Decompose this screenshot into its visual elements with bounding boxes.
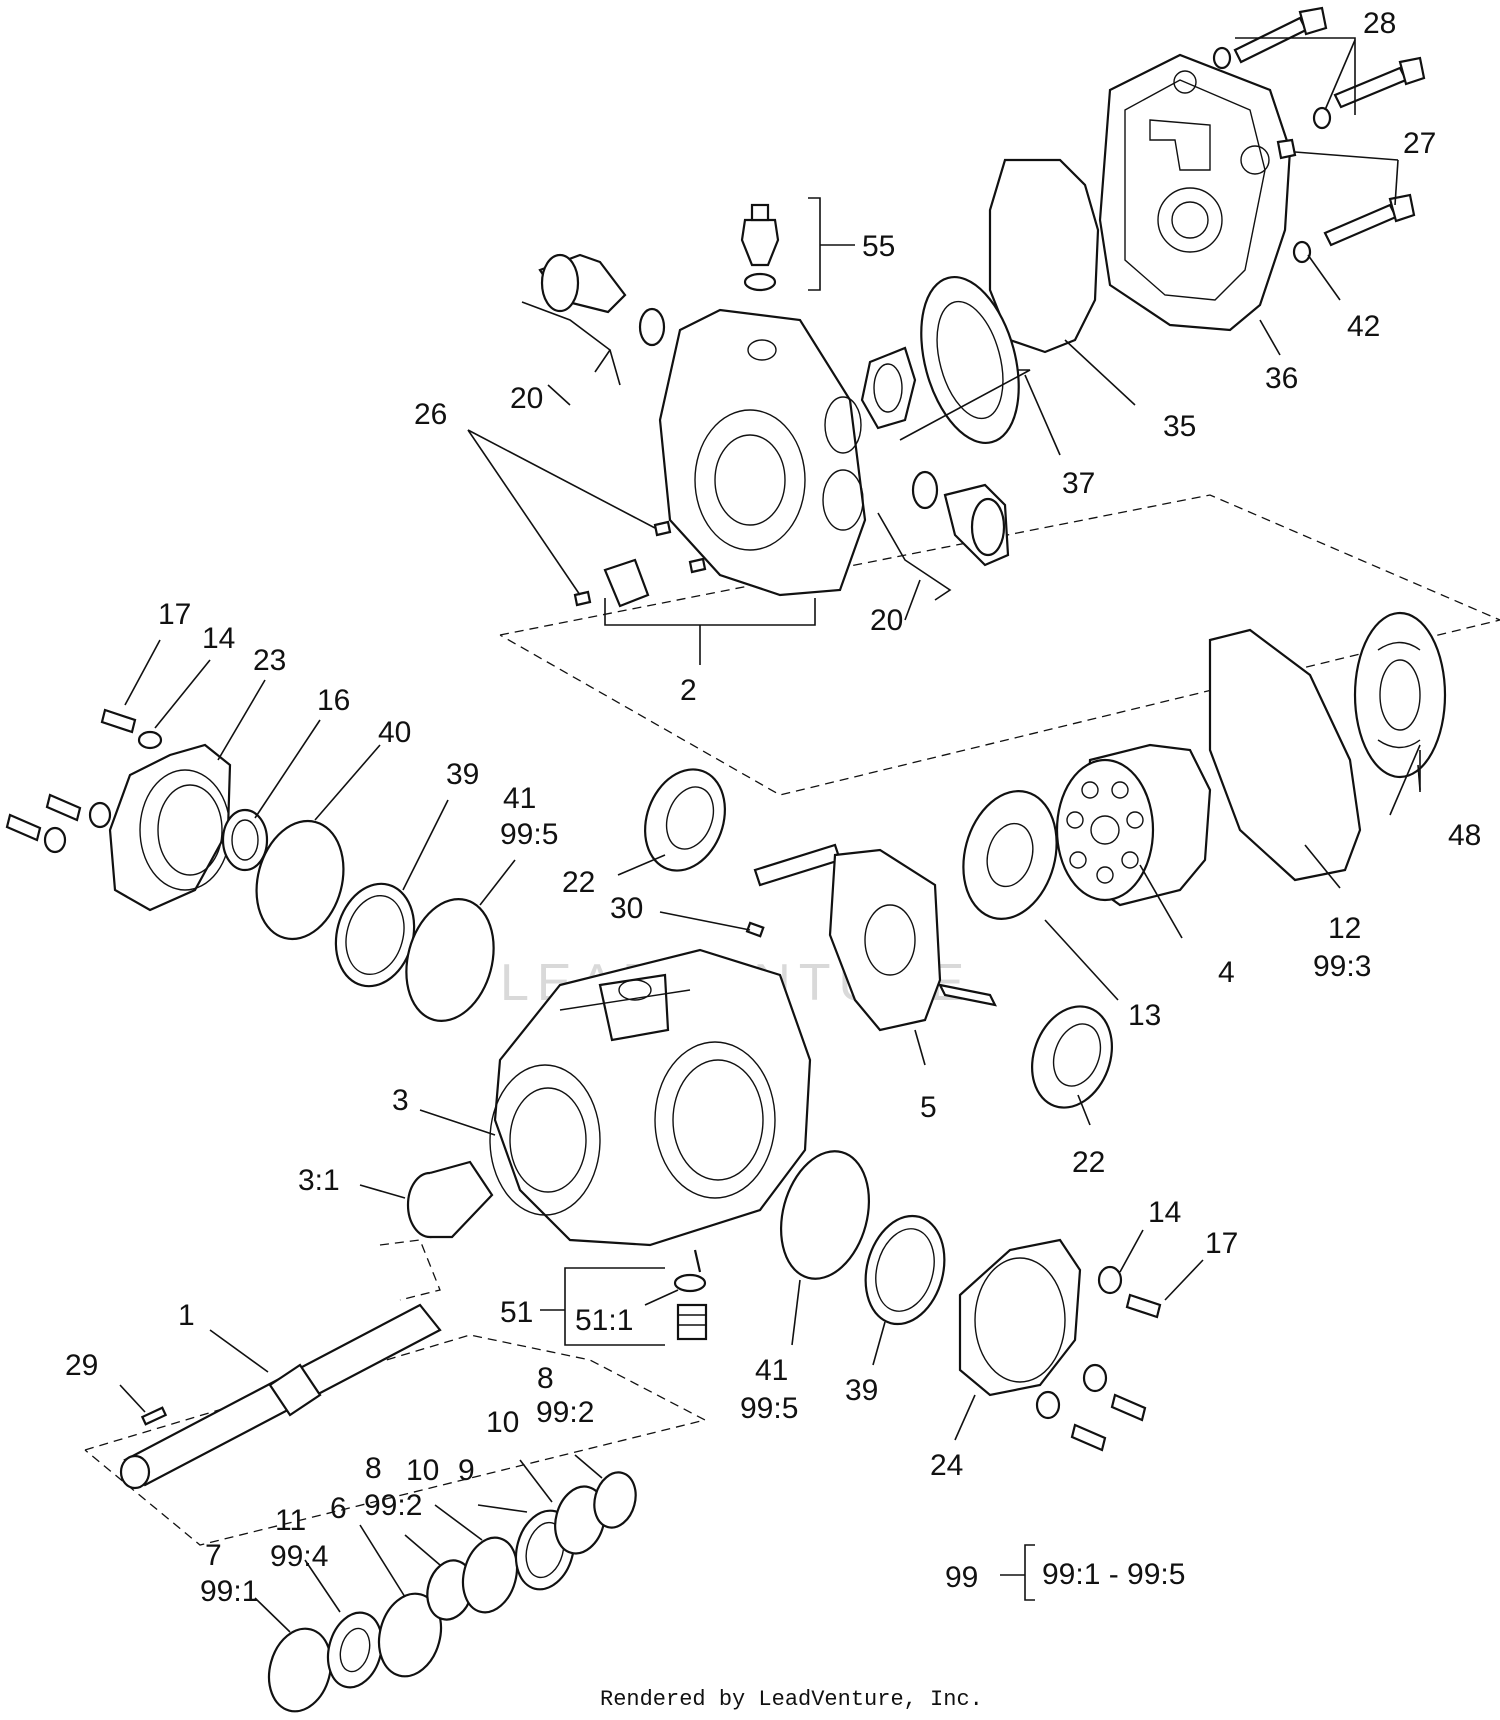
label-6: 6 — [330, 1492, 347, 1525]
rear-cover-part-36 — [1098, 53, 1292, 332]
o-ring-part-41-rear — [779, 1150, 871, 1280]
label-22-lower: 22 — [1072, 1146, 1105, 1179]
label-10-right: 10 — [486, 1406, 519, 1439]
bearing-race-part-39 — [334, 882, 416, 988]
label-48: 48 — [1448, 819, 1481, 852]
bearing-race-part-39-rear — [864, 1214, 946, 1326]
label-41-rear-sub: 99:5 — [740, 1392, 798, 1425]
label-2: 2 — [680, 674, 697, 707]
label-51: 51 — [500, 1296, 533, 1329]
label-13: 13 — [1128, 999, 1161, 1032]
label-3: 3 — [392, 1084, 409, 1117]
label-14-rear: 14 — [1148, 1196, 1181, 1229]
label-17-front: 17 — [158, 598, 191, 631]
check-valve-part-55 — [740, 203, 780, 292]
label-1: 1 — [178, 1299, 195, 1332]
label-99: 99 — [945, 1561, 978, 1594]
label-20-lower: 20 — [870, 604, 903, 637]
retaining-ring-part-8-right — [593, 1471, 637, 1529]
thrust-plate-part-13 — [962, 790, 1058, 920]
label-29: 29 — [65, 1349, 98, 1382]
spacer-part-6 — [377, 1592, 443, 1678]
label-39-front: 39 — [446, 758, 479, 791]
label-12: 12 — [1328, 912, 1361, 945]
leader-lines — [119, 37, 1421, 1633]
label-40: 40 — [378, 716, 411, 749]
label-5: 5 — [920, 1091, 937, 1124]
label-42: 42 — [1347, 310, 1380, 343]
washer-part-11 — [326, 1611, 384, 1689]
relief-valve-upper-part-20 — [538, 253, 666, 347]
dashed-outline-needle — [379, 1239, 441, 1301]
valve-plate-part-48 — [1353, 611, 1447, 779]
tapered-bearing-part-22-lower — [1031, 1005, 1113, 1109]
end-cover-part-24 — [958, 1238, 1082, 1397]
label-9: 9 — [458, 1454, 475, 1487]
key-part-30 — [745, 921, 765, 938]
seal-part-16 — [221, 808, 269, 872]
dashed-outline-lower — [84, 1334, 707, 1546]
label-24: 24 — [930, 1449, 963, 1482]
main-housing-part-3 — [489, 948, 812, 1247]
label-7: 7 — [205, 1539, 222, 1572]
bolts-front-parts-17-14 — [5, 708, 163, 854]
needle-bearing-part-3-1 — [406, 1160, 494, 1239]
label-41-rear: 41 — [755, 1354, 788, 1387]
label-12-sub: 99:3 — [1313, 950, 1371, 983]
label-4: 4 — [1218, 956, 1235, 989]
label-8-right: 8 — [537, 1362, 554, 1395]
key-part-29 — [140, 1406, 168, 1426]
label-22-upper: 22 — [562, 866, 595, 899]
label-7-sub: 99:1 — [200, 1575, 258, 1608]
label-8-left: 8 — [365, 1452, 382, 1485]
bolts-parts-28-27 — [1212, 6, 1426, 264]
retaining-ring-part-7 — [267, 1627, 333, 1713]
label-10-left: 10 — [406, 1454, 439, 1487]
label-27: 27 — [1403, 127, 1436, 160]
label-30: 30 — [610, 892, 643, 925]
label-16: 16 — [317, 684, 350, 717]
gerotor-set-part-37 — [860, 275, 1020, 445]
label-23: 23 — [253, 644, 286, 677]
label-14-front: 14 — [202, 622, 235, 655]
label-11-sub: 99:4 — [270, 1540, 328, 1573]
footer-credit: Rendered by LeadVenture, Inc. — [600, 1687, 983, 1712]
label-99-range: 99:1 - 99:5 — [1042, 1558, 1185, 1591]
label-3-1: 3:1 — [298, 1164, 340, 1197]
gasket-part-12 — [1208, 628, 1362, 882]
label-39-rear: 39 — [845, 1374, 878, 1407]
label-51-1: 51:1 — [575, 1304, 633, 1337]
front-cover-part-23 — [108, 743, 232, 912]
label-41-front-sub: 99:5 — [500, 818, 558, 851]
label-17-rear: 17 — [1205, 1227, 1238, 1260]
o-ring-part-41-front — [405, 898, 495, 1022]
cylinder-block-part-4 — [1055, 743, 1212, 907]
plug-part-51 — [673, 1249, 708, 1341]
retaining-rings-stack — [267, 1471, 637, 1713]
label-37: 37 — [1062, 467, 1095, 500]
label-8-left-sub: 99:2 — [364, 1489, 422, 1522]
label-8-right-sub: 99:2 — [536, 1396, 594, 1429]
center-section-part-2 — [573, 308, 867, 608]
callout-labels: 28 27 55 42 36 35 37 20 26 20 2 17 14 23… — [65, 7, 1481, 1608]
input-shaft-part-1 — [119, 1303, 442, 1490]
gasket-part-35 — [988, 158, 1100, 354]
tapered-bearing-part-22-upper — [644, 768, 726, 872]
thrust-washer-part-10-left — [461, 1536, 519, 1614]
shim-part-40 — [255, 819, 345, 941]
label-35: 35 — [1163, 410, 1196, 443]
bolts-rear-parts-14-17 — [1035, 1265, 1162, 1452]
relief-valve-lower-part-20 — [911, 470, 1010, 567]
swashplate-part-5 — [753, 843, 997, 1032]
label-26: 26 — [414, 398, 447, 431]
label-28: 28 — [1363, 7, 1396, 40]
label-55: 55 — [862, 230, 895, 263]
label-20-upper: 20 — [510, 382, 543, 415]
label-41-front: 41 — [503, 782, 536, 815]
label-11: 11 — [275, 1504, 306, 1537]
label-36: 36 — [1265, 362, 1298, 395]
